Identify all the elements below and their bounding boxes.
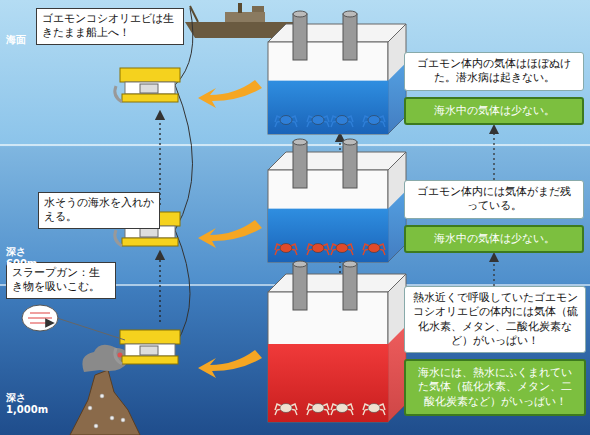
- node-text: ゴエモンコシオリエビは生きたまま船上へ！: [42, 12, 178, 41]
- label-text: 深さ 600m: [6, 246, 40, 270]
- tank: [268, 139, 406, 262]
- depth-label: 深さ 1,000m: [6, 392, 46, 416]
- callout-box: 水そうの海水を入れかえる。: [38, 192, 160, 229]
- seawater-box: 海水中の気体は少ない。: [404, 97, 584, 125]
- label-text: 深さ 1,000m: [6, 392, 46, 416]
- tank: [268, 261, 406, 422]
- label-text: 海面: [6, 34, 46, 46]
- slurp-gun-inset: [22, 305, 125, 340]
- node-text: 海水中の気体は少ない。: [413, 104, 575, 118]
- tank: [268, 11, 406, 134]
- node-text: ゴエモン体内には気体がまだ残っている。: [412, 185, 576, 214]
- node-text: スラープガン：生き物を吸いこむ。: [12, 266, 110, 295]
- callout-box: ゴエモンコシオリエビは生きたまま船上へ！: [36, 8, 184, 45]
- dotted-arrow: [493, 253, 494, 286]
- node-text: 水そうの海水を入れかえる。: [44, 196, 154, 225]
- dotted-arrow: [493, 125, 494, 180]
- node-text: 海水中の気体は少ない。: [413, 232, 575, 246]
- note-box: ゴエモン体内には気体がまだ残っている。: [404, 180, 584, 219]
- depth-label: 海面: [6, 34, 46, 46]
- node-text: 熱水近くで呼吸していたゴエモンコシオリエビの体内には気体（硫化水素、メタン、二酸…: [412, 291, 578, 348]
- node-text: 海水には、熱水にふくまれていた気体（硫化水素、メタン、二酸化炭素など）がいっぱい…: [413, 366, 577, 409]
- note-box: 熱水近くで呼吸していたゴエモンコシオリエビの体内には気体（硫化水素、メタン、二酸…: [404, 286, 586, 353]
- node-text: ゴエモン体内の気体はほぼぬけた。潜水病は起きない。: [412, 57, 576, 86]
- note-box: ゴエモン体内の気体はほぼぬけた。潜水病は起きない。: [404, 52, 584, 91]
- orange-arrow: [198, 80, 262, 378]
- depth-label: 深さ 600m: [6, 246, 40, 270]
- seawater-box: 海水中の気体は少ない。: [404, 225, 584, 253]
- seawater-box: 海水には、熱水にふくまれていた気体（硫化水素、メタン、二酸化炭素など）がいっぱい…: [404, 359, 586, 416]
